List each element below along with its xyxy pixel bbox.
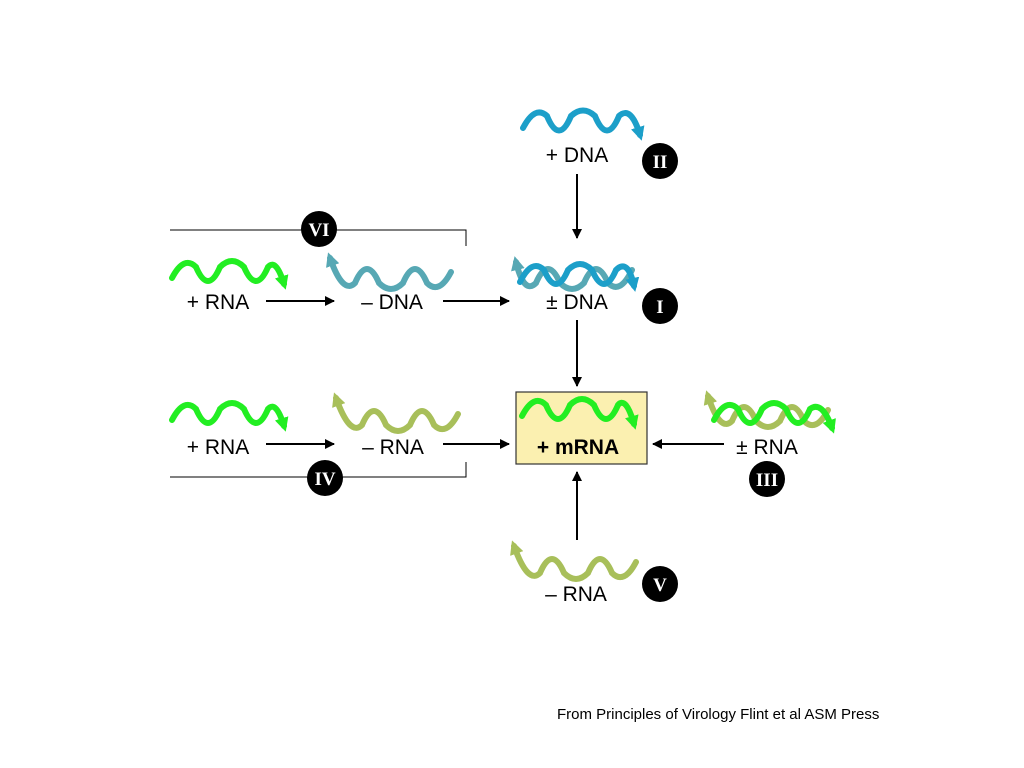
iv-plus-rna-wave — [169, 400, 289, 432]
class-i-badge: I — [642, 288, 678, 324]
vi-plus-rna-label: + RNA — [187, 291, 249, 314]
class-vi-badge: VI — [301, 211, 337, 247]
source-credit: From Principles of Virology Flint et al … — [557, 706, 880, 723]
iv-minus-rna-wave — [332, 392, 461, 434]
ds-dna-minus-wave — [511, 256, 635, 292]
class-i-numeral: I — [656, 297, 663, 318]
plus-dna-wave — [520, 107, 645, 141]
iv-plus-rna-label: + RNA — [187, 436, 249, 459]
plus-dna-label: + DNA — [546, 144, 608, 167]
ds-dna-label: ± DNA — [546, 291, 608, 314]
class-iv-numeral: IV — [314, 469, 335, 490]
ds-rna-label: ± RNA — [736, 436, 798, 459]
vi-minus-dna-label: – DNA — [361, 291, 423, 314]
v-minus-rna-label: – RNA — [545, 583, 607, 606]
class-iii-numeral: III — [756, 470, 778, 491]
class-iv-bracket — [170, 462, 467, 478]
class-vi-bracket — [170, 229, 467, 246]
ds-rna-minus-wave — [703, 390, 831, 430]
mrna-box: + mRNA — [515, 391, 648, 465]
mrna-label: + mRNA — [537, 436, 619, 459]
ds-rna-strands — [703, 390, 836, 434]
plus-dna-strand — [520, 107, 645, 141]
v-minus-rna-wave — [510, 540, 639, 582]
class-ii-badge: II — [642, 143, 678, 179]
class-vi-numeral: VI — [308, 220, 329, 241]
ds-rna-plus-wave — [711, 400, 836, 434]
class-iv-badge: IV — [307, 460, 343, 496]
ds-dna-plus-wave — [517, 261, 640, 292]
iv-minus-rna-label: – RNA — [362, 436, 424, 459]
vi-minus-dna-wave — [326, 252, 454, 292]
vi-plus-rna-wave — [169, 258, 289, 290]
class-ii-numeral: II — [653, 152, 668, 173]
class-v-badge: V — [642, 566, 678, 602]
class-iii-badge: III — [749, 461, 785, 497]
class-v-numeral: V — [653, 575, 667, 596]
ds-dna-strands — [511, 256, 640, 292]
mrna-wave — [519, 396, 639, 430]
